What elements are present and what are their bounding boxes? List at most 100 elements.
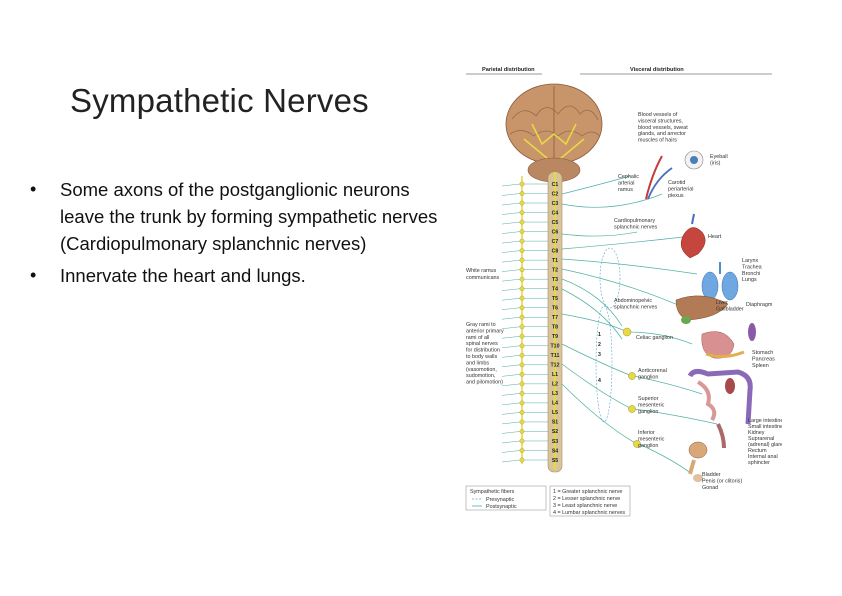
segment-l1: L1: [501, 371, 558, 378]
spinal-nerve: [501, 269, 521, 272]
segment-label: S4: [552, 448, 558, 454]
trunk-ganglion: [519, 419, 525, 425]
svg-text:Lungs: Lungs: [742, 277, 757, 283]
segment-label: T7: [552, 315, 558, 321]
lungs-illustration: [701, 262, 739, 301]
bullet-text: Innervate the heart and lungs.: [60, 265, 306, 286]
spinal-nerve: [501, 421, 521, 425]
bullet-glyph: •: [30, 179, 37, 199]
spinal-nerve: [501, 345, 521, 349]
trunk-ganglion: [519, 333, 525, 339]
liver-illustration: [675, 295, 729, 324]
spinal-nerve: [501, 450, 521, 453]
trunk-ganglion: [519, 219, 525, 225]
svg-text:White ramus: White ramus: [466, 268, 497, 274]
heart-illustration: [680, 213, 706, 259]
svg-text:Large intestine: Large intestine: [748, 418, 782, 424]
segment-label: S3: [552, 439, 558, 445]
svg-text:Eyeball: Eyeball: [710, 154, 728, 160]
segment-c8: C8: [501, 248, 558, 254]
legend-key-4: 4 = Lumbar splanchnic nerves: [553, 510, 625, 516]
bullet-item: • Innervate the heart and lungs.: [30, 262, 450, 289]
svg-text:Cephalic: Cephalic: [618, 174, 639, 180]
trunk-ganglion: [519, 400, 525, 406]
svg-text:Spleen: Spleen: [752, 363, 769, 369]
diaphragm-label: Diaphragm: [746, 302, 773, 308]
svg-text:ganglion: ganglion: [638, 374, 658, 380]
svg-text:Rectum: Rectum: [748, 448, 767, 454]
svg-text:Suprarenal: Suprarenal: [748, 436, 774, 442]
sympathetic-diagram-svg: Parietal distribution Visceral distribut…: [465, 67, 782, 517]
splanchnic-number: 1: [598, 332, 601, 338]
stomach-illustration: [701, 323, 756, 359]
svg-text:Bladder: Bladder: [702, 472, 721, 478]
segment-label: S2: [552, 429, 558, 435]
segment-label: S1: [552, 420, 558, 426]
eyeball-illustration: [684, 150, 704, 170]
svg-text:anterior primary: anterior primary: [466, 328, 504, 334]
segment-s3: S3: [501, 438, 558, 445]
svg-text:Celiac ganglion: Celiac ganglion: [636, 335, 673, 341]
svg-text:splanchnic nerves: splanchnic nerves: [614, 304, 657, 310]
svg-text:Gonad: Gonad: [702, 485, 718, 491]
segment-c7: C7: [501, 238, 559, 245]
segment-t11: T11: [501, 352, 559, 359]
inferior-mesenteric-ganglion: [633, 440, 641, 448]
splanchnic-number: 4: [598, 378, 601, 384]
legend-postsynaptic: Postsynaptic: [486, 504, 517, 510]
svg-text:Pancreas: Pancreas: [752, 356, 775, 362]
spinal-column: [547, 171, 563, 473]
bullet-list: • Some axons of the postganglionic neuro…: [30, 176, 450, 294]
svg-text:Cardiopulmonary: Cardiopulmonary: [614, 218, 655, 224]
svg-text:splanchnic nerves: splanchnic nerves: [614, 224, 657, 230]
segment-t5: T5: [501, 295, 558, 302]
svg-text:Aorticorenal: Aorticorenal: [638, 368, 667, 374]
segment-label: C4: [552, 210, 559, 216]
trunk-ganglion: [519, 457, 525, 463]
svg-text:and limbs: and limbs: [466, 360, 489, 366]
bullet-item: • Some axons of the postganglionic neuro…: [30, 176, 450, 257]
segment-t3: T3: [501, 276, 558, 283]
svg-text:Liver: Liver: [716, 300, 728, 306]
segment-label: C3: [552, 201, 559, 207]
segment-label: T6: [552, 306, 558, 312]
trunk-ganglion: [519, 371, 525, 377]
spinal-nerve: [501, 183, 521, 187]
heart-label: Heart: [708, 234, 722, 240]
bullet-text: Some axons of the postganglionic neurons…: [60, 179, 438, 254]
svg-text:for distribution: for distribution: [466, 348, 500, 354]
segment-label: C7: [552, 239, 559, 245]
svg-text:Blood vessels of: Blood vessels of: [638, 112, 678, 118]
segment-label: T8: [552, 325, 558, 331]
presynaptic-nerves: [595, 247, 621, 423]
svg-text:sphincter: sphincter: [748, 460, 770, 466]
segment-label: T4: [552, 286, 558, 292]
trunk-ganglion: [519, 267, 525, 273]
spinal-nerve: [501, 297, 521, 301]
svg-text:Small intestine: Small intestine: [748, 424, 782, 430]
header-visceral: Visceral distribution: [630, 67, 684, 73]
trunk-ganglion: [519, 362, 525, 368]
segment-t12: T12: [501, 362, 560, 369]
svg-text:visceral structures,: visceral structures,: [638, 118, 683, 124]
svg-text:Internal anal: Internal anal: [748, 454, 778, 460]
legend-presynaptic: Presynaptic: [486, 497, 514, 503]
spinal-nerve: [501, 221, 521, 225]
segment-label: T9: [552, 334, 558, 340]
splanchnic-number: 3: [598, 352, 601, 358]
segment-label: T12: [551, 363, 560, 369]
segment-label: T10: [551, 344, 560, 350]
bladder-illustration: [688, 441, 708, 482]
svg-text:rami of all: rami of all: [466, 335, 489, 341]
trunk-ganglion: [519, 352, 525, 358]
brain-illustration: [505, 83, 603, 183]
spinal-nerve: [501, 364, 521, 368]
